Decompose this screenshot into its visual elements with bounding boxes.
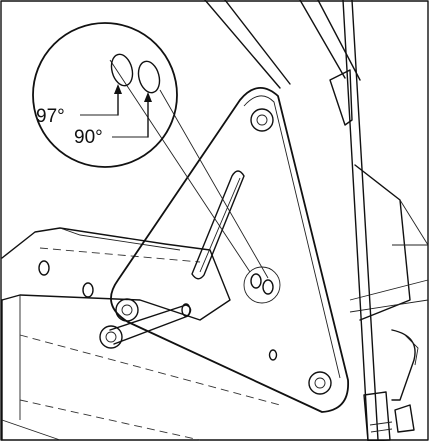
lower-right-bolt-head: [308, 371, 332, 395]
adjust-hole-90: [262, 279, 274, 295]
base-channel: [1, 227, 281, 441]
triangular-plate: [110, 87, 349, 413]
adjust-hole-97: [250, 273, 262, 289]
angle-label-90: 90°: [74, 127, 103, 148]
adjustment-slot: [191, 170, 245, 280]
detail-hole-boss: [243, 266, 281, 304]
zoom-hole-97: [110, 53, 134, 87]
callout-leaders: [109, 59, 269, 279]
channel-hole-2: [82, 282, 94, 298]
top-bolt-head: [250, 108, 274, 132]
right-fasteners: [391, 329, 419, 433]
pin-head: [99, 325, 123, 349]
angle-label-97: 97°: [36, 106, 65, 127]
lower-left-bolt-head: [115, 298, 139, 322]
plate-small-hole: [268, 349, 278, 361]
cable-ferrule: [363, 391, 391, 441]
zoom-hole-90: [137, 60, 161, 94]
rear-bracket: [329, 69, 429, 321]
channel-hole-1: [38, 260, 50, 276]
upper-frame-lines: [204, 0, 361, 89]
pivot-pin: [99, 303, 192, 349]
control-cable: [342, 0, 393, 441]
magnifier-callout: 97° 90°: [32, 22, 178, 168]
